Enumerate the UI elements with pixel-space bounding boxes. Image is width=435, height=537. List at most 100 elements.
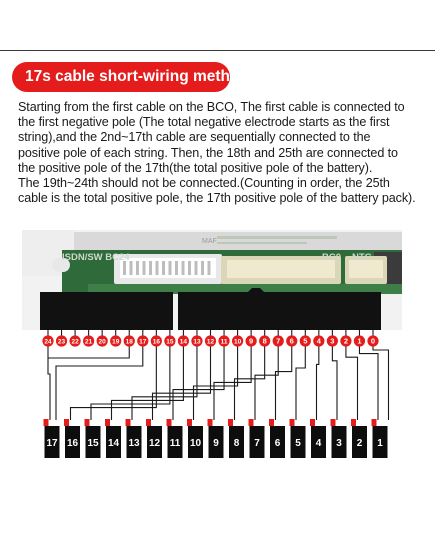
battery-cell: 4 [310, 419, 326, 458]
wire-pin-label: 15 [166, 339, 174, 346]
cell-body [147, 426, 162, 458]
wire-pin-label: 24 [44, 339, 52, 346]
board-silkscreen-left: ISDN/SW BC24 [62, 252, 130, 263]
cell-body [44, 426, 60, 458]
bms-board-photo: ISDN/SW BC24 BC0 NTC MAF [22, 230, 402, 330]
header-pin [155, 261, 159, 275]
wire-pin-label: 4 [317, 337, 322, 346]
battery-cell: 13 [125, 419, 142, 458]
cell-label: 3 [336, 438, 342, 449]
wire-route [55, 346, 144, 420]
cell-positive-terminal [187, 419, 192, 426]
cell-body [106, 426, 121, 458]
wire-pin-label: 12 [207, 339, 215, 346]
wire-pin-marker [245, 335, 257, 347]
wire-route [151, 346, 212, 420]
wire-pin-marker [55, 335, 68, 347]
wire-pin-label: 16 [153, 339, 161, 346]
instructions-line: string),and the 2nd~17th cable are seque… [18, 130, 371, 145]
wire-pin-marker [110, 335, 122, 347]
header-pin [175, 261, 178, 275]
battery-cell: 3 [330, 419, 347, 458]
wire-route [358, 346, 379, 420]
header-pin [129, 261, 133, 275]
cell-positive-terminal [248, 419, 254, 426]
cell-label: 10 [190, 438, 202, 449]
cell-label: 14 [108, 438, 120, 449]
header-pin [149, 261, 152, 275]
wire-pin-marker [218, 335, 230, 347]
wire-pin-marker [231, 335, 244, 347]
wire-pin-label: 11 [221, 339, 228, 346]
wire-pin-marker [353, 335, 366, 347]
instructions-line: the positive pole of the 17th(the total … [18, 160, 373, 175]
cell-label: 8 [234, 438, 240, 449]
wire-pin-label: 20 [99, 339, 107, 346]
wire-pin-marker [340, 335, 352, 347]
cell-body [372, 426, 388, 458]
wire-pin-marker [150, 335, 162, 347]
wire-route [295, 346, 306, 420]
wire-pin-marker [313, 335, 325, 347]
instructions-line: cable is the total positive pole, the 17… [18, 191, 416, 206]
wire-route [213, 346, 252, 420]
cell-body [208, 426, 224, 458]
wire-pin-marker [326, 335, 338, 347]
cell-label: 4 [316, 438, 322, 449]
wire-pin-label: 14 [180, 339, 188, 346]
cell-label: 5 [295, 438, 301, 449]
bms-board-graphic [22, 230, 402, 330]
connector-block-left [40, 292, 173, 330]
cell-body [290, 426, 306, 458]
wire-route [315, 346, 320, 420]
cell-positive-terminal [64, 419, 69, 426]
cell-label: 6 [275, 438, 281, 449]
battery-cell: 6 [269, 419, 285, 458]
header-pin [207, 261, 211, 275]
cell-label: 1 [377, 438, 383, 449]
cell-body [126, 426, 142, 458]
wire-route [254, 346, 279, 420]
instructions-line: the first negative pole (The total negat… [18, 115, 390, 130]
battery-cell: 2 [351, 419, 367, 458]
wire-pin-label: 5 [303, 337, 307, 346]
wire-pin-marker [137, 335, 149, 347]
wire-route [172, 346, 225, 420]
wire-pin-marker [286, 335, 298, 347]
wire-bridge [47, 346, 130, 359]
wire-pin-marker [96, 335, 108, 347]
battery-cell: 15 [84, 419, 101, 458]
wire-pin-marker [69, 335, 81, 347]
wire-route [345, 346, 359, 420]
instructions-line: positive pole of each string. Then, the … [18, 145, 398, 160]
board-small-print: MAF [202, 238, 217, 245]
header-pin [201, 261, 204, 275]
wire-pin-label: 6 [290, 337, 294, 346]
cell-body [249, 426, 265, 458]
battery-cell: 17 [43, 419, 60, 458]
cell-label: 9 [213, 438, 219, 449]
cell-label: 13 [128, 438, 140, 449]
wire-route [233, 346, 266, 420]
cell-positive-terminal [269, 419, 274, 426]
battery-cell: 11 [166, 419, 183, 458]
header-pin [162, 261, 165, 275]
wire-pin-marker [177, 335, 190, 347]
cell-body [352, 426, 367, 458]
cell-positive-terminal [84, 419, 90, 426]
cell-label: 17 [46, 438, 58, 449]
cell-label: 2 [357, 438, 363, 449]
cell-positive-terminal [371, 419, 377, 426]
wire-pin-marker [367, 335, 379, 347]
header-pin [142, 261, 146, 275]
cell-positive-terminal [146, 419, 151, 426]
wire-pin-label: 10 [234, 339, 242, 346]
cell-positive-terminal [166, 419, 172, 426]
wire-pin-label: 2 [344, 337, 348, 346]
wire-pin-marker [259, 335, 271, 347]
battery-cell: 10 [187, 419, 203, 458]
wire-pin-label: 0 [371, 337, 375, 346]
cell-body [229, 426, 244, 458]
cell-body [85, 426, 101, 458]
